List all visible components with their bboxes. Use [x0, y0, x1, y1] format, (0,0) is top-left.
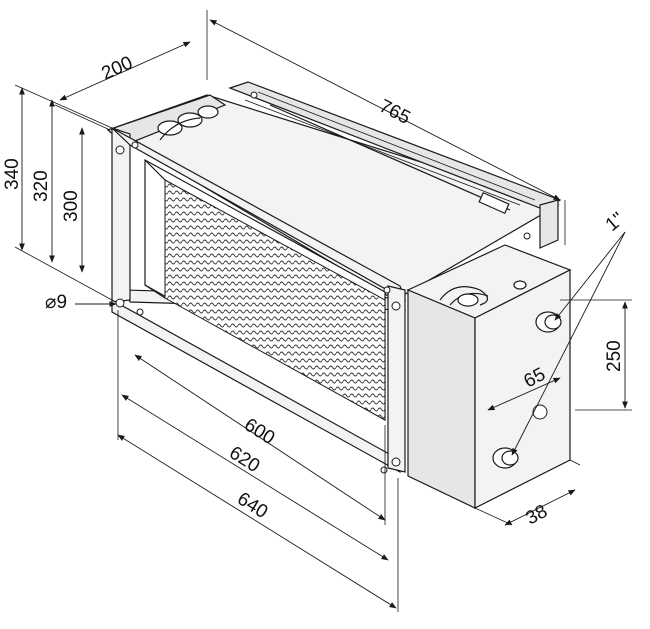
flange-hole — [250, 91, 258, 99]
dim-250: 250 — [604, 340, 625, 372]
dim-765: 765 — [376, 96, 414, 129]
dim-connection-size: 1" — [602, 209, 629, 236]
internal-pipes-left — [157, 105, 219, 141]
dim-600: 600 — [240, 414, 278, 449]
outlet-nipple — [492, 447, 519, 469]
dim-340: 340 — [2, 158, 23, 190]
dim-620: 620 — [225, 442, 263, 477]
front-left-flange — [111, 127, 131, 303]
front-right-flange — [387, 285, 406, 473]
dim-320: 320 — [31, 170, 52, 202]
dim-hole-diameter: ⌀9 — [45, 292, 67, 313]
dim-640: 640 — [233, 488, 271, 523]
dimension-lines — [14, 10, 632, 612]
dim-38: 38 — [522, 501, 551, 529]
sensor-hole — [532, 404, 548, 420]
dim-300: 300 — [61, 190, 82, 222]
box-side — [407, 289, 476, 509]
dim-200: 200 — [98, 52, 136, 84]
flange-hole — [523, 232, 531, 240]
inlet-nipple — [535, 311, 562, 333]
